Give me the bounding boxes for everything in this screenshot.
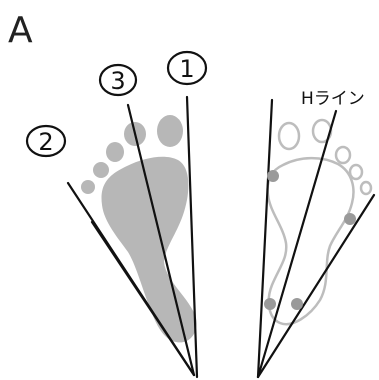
right-axis-line-2: [256, 98, 274, 379]
axis-line-outer: [90, 220, 196, 377]
landmark-dot: [264, 298, 276, 310]
h-line-label: Hライン: [301, 89, 365, 109]
landmark-dot: [291, 298, 303, 310]
circled-number-1: 1: [166, 50, 208, 86]
right-toe-4: [348, 163, 364, 181]
right-landmark-dots: [264, 170, 356, 310]
h-line: [256, 109, 338, 379]
left-foot-sole: [101, 156, 197, 343]
left-toe-big: [157, 115, 183, 147]
landmark-dot: [344, 213, 356, 225]
left-toe-3: [106, 142, 124, 162]
right-toe-3: [334, 145, 352, 165]
axis-line-1: [185, 95, 199, 379]
axis-line-3: [126, 103, 196, 377]
left-axis-lines: [66, 95, 199, 379]
circled-number-2: 2: [25, 124, 67, 158]
right-toe-big: [277, 121, 301, 151]
axis-label-1: 1: [179, 55, 194, 83]
landmark-dot: [267, 170, 279, 182]
right-axis-line-3: [256, 193, 376, 379]
right-toe-5: [359, 180, 373, 196]
right-footprint: [266, 118, 373, 326]
left-footprint: [81, 115, 197, 343]
left-toe-5: [81, 180, 95, 194]
axis-label-3: 3: [110, 67, 125, 95]
right-foot-sole-outline: [266, 156, 355, 326]
axis-label-2: 2: [38, 128, 53, 156]
right-axis-lines: [256, 98, 376, 379]
left-toe-4: [93, 162, 109, 178]
panel-label: A: [8, 10, 33, 51]
circled-number-3: 3: [98, 63, 138, 97]
